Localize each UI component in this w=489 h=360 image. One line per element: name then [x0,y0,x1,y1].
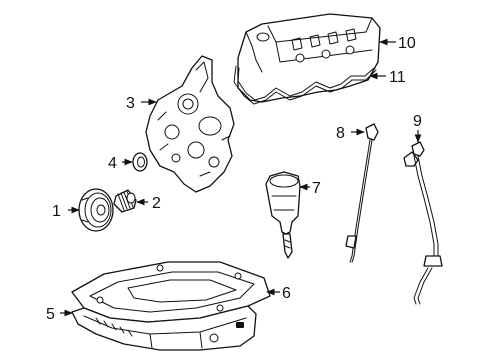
callout-5: 5 [46,306,73,323]
callout-11-label: 11 [389,69,406,86]
valve-cover-gasket [233,65,377,105]
callout-4-label: 4 [108,155,117,172]
callout-9: 9 [413,113,422,143]
lower-oil-pan [71,305,257,351]
callout-8-label: 8 [336,125,345,142]
callout-6-label: 6 [282,285,291,302]
upper-oil-pan [71,261,271,323]
callout-4: 4 [108,155,133,172]
callout-11: 11 [369,69,406,86]
pulley-bolt [113,189,137,213]
callout-2: 2 [136,195,161,212]
callout-8: 8 [336,125,365,142]
valve-cover [237,13,381,103]
timing-cover [145,55,235,193]
dipstick-tube [403,141,443,305]
callout-2-label: 2 [152,195,161,212]
callout-5-label: 5 [46,306,55,323]
callout-10-label: 10 [398,35,416,52]
oil-dipstick [345,123,379,263]
callout-3-label: 3 [126,95,135,112]
crankshaft-seal [132,152,148,172]
callout-6: 6 [266,285,291,302]
callout-10: 10 [379,35,416,52]
crankshaft-pulley [78,188,114,232]
oil-filter [265,171,301,259]
callout-7-label: 7 [312,180,321,197]
callout-3: 3 [126,95,157,112]
callout-1-label: 1 [52,203,61,220]
callout-7: 7 [299,180,321,197]
callout-9-label: 9 [413,113,422,130]
callout-1: 1 [52,203,80,220]
